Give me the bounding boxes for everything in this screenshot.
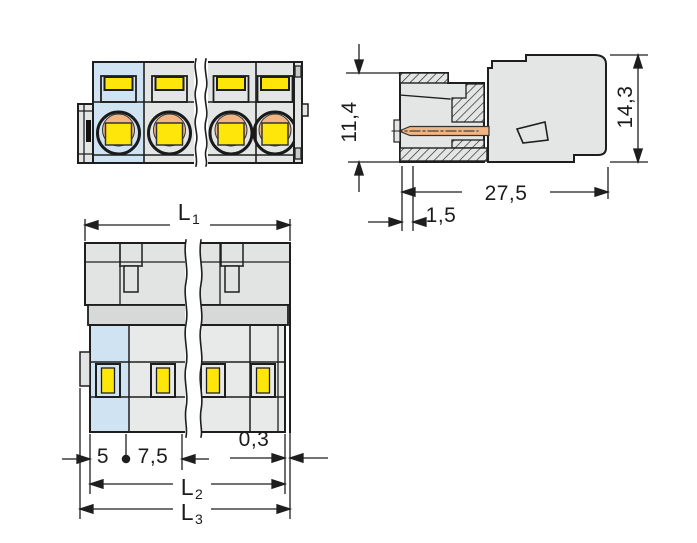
pole-marker-1 xyxy=(95,363,121,398)
latch-cutout xyxy=(515,121,549,144)
hatch-mid-upper xyxy=(451,83,485,123)
hatch-mid-lower xyxy=(451,139,485,149)
clamp-unit-2 xyxy=(147,75,192,156)
hatch-top-wall xyxy=(399,72,449,84)
dimension-graphics xyxy=(62,44,648,519)
coding-slot xyxy=(119,242,143,293)
l2-subscript: 2 xyxy=(195,486,204,502)
l2-symbol: L xyxy=(180,473,194,500)
clamp-unit-4 xyxy=(252,75,298,156)
dim-label-height-inner: 11,4 xyxy=(338,101,361,143)
break-line xyxy=(204,58,208,168)
pole-axis-dot xyxy=(121,454,131,464)
break-line xyxy=(194,58,198,167)
left-fixing-tab xyxy=(79,351,91,387)
dim-label-pole-pitch: 7,5 xyxy=(137,445,169,468)
l1-subscript: 1 xyxy=(192,211,201,227)
contact-pin xyxy=(397,125,490,137)
conductor-entry-circle xyxy=(96,110,141,156)
left-end-plate xyxy=(77,103,94,164)
clamp-spring-yellow xyxy=(104,122,133,146)
l3-symbol: L xyxy=(180,498,194,525)
side-view xyxy=(391,54,607,163)
side-housing-rear xyxy=(487,54,607,163)
l3-subscript: 3 xyxy=(195,511,204,527)
break-line xyxy=(199,239,203,438)
dim-label-edge-gap: 0,3 xyxy=(238,428,270,451)
dim-label-pin-setback: 1,5 xyxy=(425,204,457,227)
top-view xyxy=(79,239,291,438)
clamp-unit-3 xyxy=(208,75,254,156)
pole-marker-2 xyxy=(150,363,176,398)
break-line xyxy=(184,239,188,438)
l1-symbol: L xyxy=(177,198,191,225)
dim-label-edge-to-pole: 5 xyxy=(96,445,110,468)
right-latch-tab xyxy=(301,103,309,117)
pole-marker-4 xyxy=(250,363,276,398)
break-gap xyxy=(185,240,201,436)
hatch-bottom-wall xyxy=(399,147,488,162)
end-plate-slot xyxy=(86,120,91,142)
coding-slot xyxy=(220,242,244,293)
front-view xyxy=(77,57,309,168)
clamp-unit-1 xyxy=(96,75,141,156)
dim-label-height-overall: 14,3 xyxy=(614,85,637,129)
pusher-slot-yellow xyxy=(103,76,134,91)
dim-label-depth: 27,5 xyxy=(484,182,528,205)
